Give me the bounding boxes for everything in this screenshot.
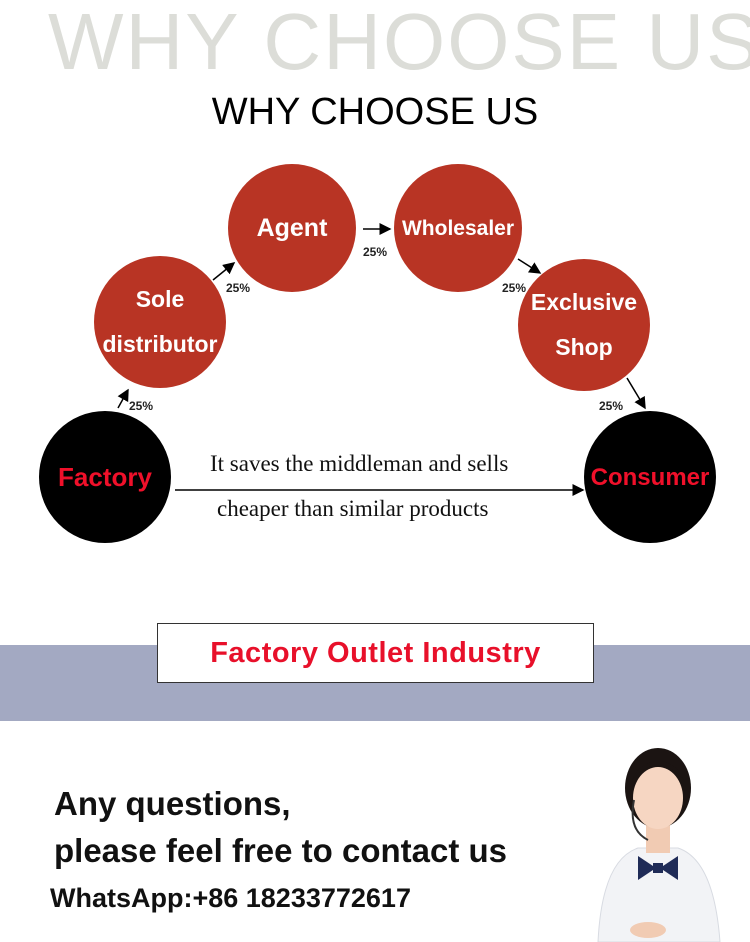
background-title: WHY CHOOSE US [48, 0, 750, 86]
banner-label: Factory Outlet Industry [210, 636, 541, 669]
arrow [212, 262, 236, 281]
node-consumer: Consumer [584, 411, 716, 543]
percent-label: 25% [129, 399, 154, 413]
page-title: WHY CHOOSE US [211, 91, 539, 133]
percent-label: 25% [502, 281, 527, 295]
middle-text-line-1: It saves the middleman and sells [210, 451, 509, 476]
percent-label: 25% [226, 281, 251, 295]
support-agent-photo [597, 748, 721, 942]
node-wholesaler: Wholesaler [394, 164, 522, 292]
arrow [626, 377, 646, 410]
contact-line-2: please feel free to contact us [54, 832, 507, 869]
percent-label: 25% [599, 399, 624, 413]
node-agent: Agent [228, 164, 356, 292]
percent-label: 25% [363, 245, 388, 259]
node-factory: Factory [39, 411, 171, 543]
arrow [517, 258, 542, 274]
arrow [117, 388, 129, 409]
middle-text-line-2: cheaper than similar products [217, 496, 489, 521]
whatsapp-number: WhatsApp:+86 18233772617 [50, 883, 411, 913]
banner-box: Factory Outlet Industry [157, 623, 594, 683]
contact-line-1: Any questions, [54, 785, 291, 822]
